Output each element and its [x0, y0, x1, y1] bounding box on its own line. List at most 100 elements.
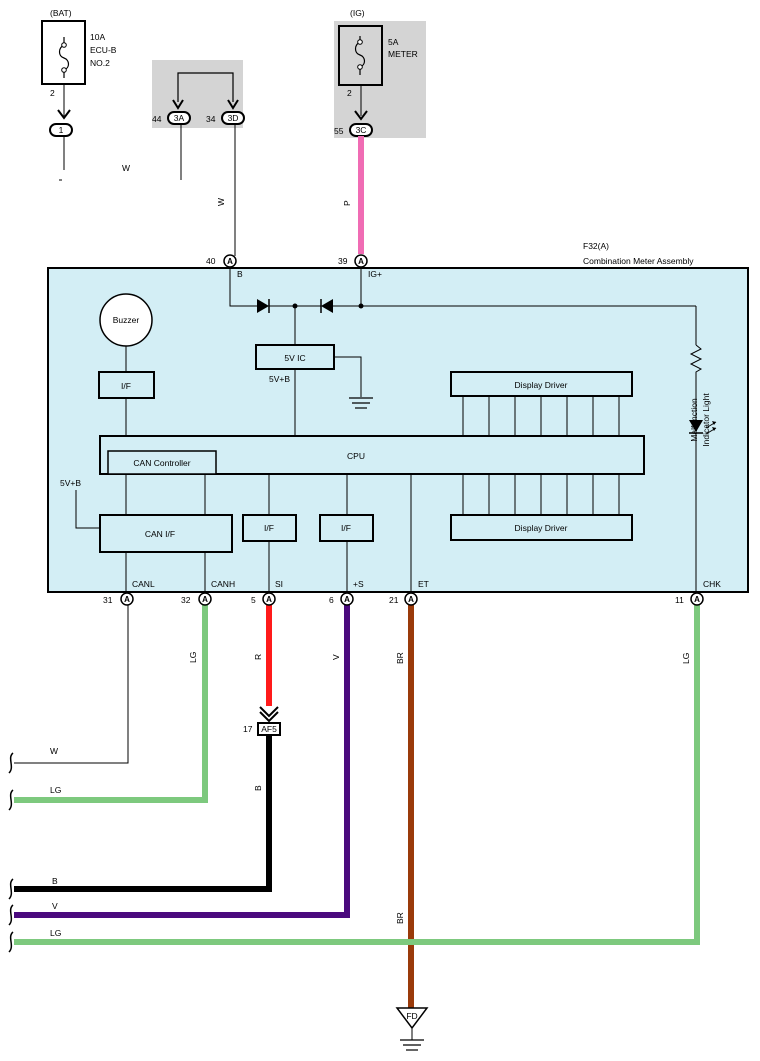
assembly-name: Combination Meter Assembly: [583, 256, 694, 266]
wire-label-p: P: [342, 200, 352, 206]
wire-label-r: R: [253, 654, 263, 660]
pin-letter: A: [266, 595, 272, 604]
wire-end-break-icon: [8, 752, 14, 953]
connector-af5: 17 AF5: [243, 706, 281, 736]
wire-label-w-3d: W: [216, 198, 226, 206]
wire-label-lg-chk: LG: [681, 653, 691, 664]
bottom-pin-chk: 11 A: [675, 592, 704, 606]
connector-arrow-icon: [259, 706, 279, 718]
wire-label-br-lower: BR: [395, 912, 405, 924]
bottom-pin-canl: 31 A: [103, 592, 134, 606]
fuse-bat-name1: ECU-B: [90, 45, 117, 55]
fuse-ig-name1: METER: [388, 49, 418, 59]
display-driver-bottom-label: Display Driver: [515, 523, 568, 533]
fuse-symbol-icon: [58, 37, 70, 78]
wire-label-br: BR: [395, 652, 405, 664]
top-pin-ig: 39 A IG+: [338, 254, 382, 279]
wire-v-s: [14, 605, 350, 918]
connector-af5-label: AF5: [261, 724, 277, 734]
wire-label-v: V: [331, 654, 341, 660]
ic-5v-output-label: 5V+B: [269, 374, 290, 384]
pin-name: B: [237, 269, 243, 279]
five-vb-label: 5V+B: [60, 478, 81, 488]
connector-3d: 34 3D: [206, 111, 245, 125]
ground-fd-label: FD: [406, 1011, 417, 1021]
pin-letter: A: [202, 595, 208, 604]
fuse-bat-pin: 2: [50, 88, 55, 98]
wire-label-out-b: B: [52, 876, 58, 886]
ground-fd: FD: [395, 1007, 429, 1051]
fuse-bat-name2: NO.2: [90, 58, 110, 68]
pin-name-si: SI: [275, 579, 283, 589]
wire-w-canl: [14, 605, 129, 764]
can-controller-label: CAN Controller: [133, 458, 190, 468]
pin-number: 5: [251, 595, 256, 605]
display-driver-top-label: Display Driver: [515, 380, 568, 390]
pin-name-chk: CHK: [703, 579, 721, 589]
buzzer-label: Buzzer: [113, 315, 140, 325]
ic-5v-label: 5V IC: [284, 353, 305, 363]
resistor-icon: [689, 344, 703, 420]
ground-icon: [349, 397, 373, 409]
led-icon: [689, 420, 717, 435]
display-driver-bottom: [450, 514, 633, 541]
connector-3c-pin: 55: [334, 126, 344, 136]
can-if: [99, 514, 233, 553]
bottom-pin-et: 21 A: [389, 592, 418, 606]
diode-b-icon: [257, 299, 270, 313]
top-pin-b: 40 A B: [206, 254, 243, 279]
pin-number: 40: [206, 256, 216, 266]
wire-label-w-top: W: [122, 163, 130, 173]
pin-letter: A: [408, 595, 414, 604]
bottom-pin-canh: 32 A: [181, 592, 212, 606]
fuse-symbol-icon: [354, 36, 366, 75]
connector-3d-pin: 34: [206, 114, 216, 124]
pin-number: 39: [338, 256, 348, 266]
pin-name-canh: CANH: [211, 579, 235, 589]
assembly-ref: F32(A): [583, 241, 609, 251]
if-s-label: I/F: [341, 523, 351, 533]
can-controller: [107, 450, 217, 475]
ground-icon: [400, 1039, 424, 1051]
pin-number: 32: [181, 595, 191, 605]
connector-3d-label: 3D: [228, 113, 239, 123]
pin-number: 6: [329, 595, 334, 605]
pin-letter: A: [694, 595, 700, 604]
display-driver-top: [450, 371, 633, 397]
connector-3c-label: 3C: [356, 125, 367, 135]
fuse-bat-rating: 10A: [90, 32, 105, 42]
if-buzzer-label: I/F: [121, 381, 131, 391]
wire-label-out-v: V: [52, 901, 58, 911]
connector-1-label: 1: [59, 125, 64, 135]
wire-lg-canh: [14, 605, 208, 803]
connector-arrow-icon: [259, 711, 279, 723]
pin-letter: A: [227, 257, 233, 266]
fuse-bat-source: (BAT): [50, 8, 72, 18]
connector-3a: 44 3A: [152, 111, 191, 125]
bottom-pin-s: 6 A: [329, 592, 354, 606]
wire-label-out-w: W: [50, 746, 58, 756]
pin-letter: A: [358, 257, 364, 266]
fuse-ig-source: (IG): [350, 8, 365, 18]
wire-label-lg-canh: LG: [188, 652, 198, 663]
mil-label-1: Malfunction: [689, 398, 699, 442]
connector-arrow-icon: [227, 99, 239, 110]
connector-af5-pin: 17: [243, 724, 253, 734]
can-if-label: CAN I/F: [145, 529, 175, 539]
diode-ig-icon: [320, 299, 333, 313]
connector-arrow-icon: [354, 110, 368, 121]
wire-lg-chk: [14, 605, 700, 945]
pin-letter: A: [124, 595, 130, 604]
connector-3a-label: 3A: [174, 113, 185, 123]
if-si-label: I/F: [264, 523, 274, 533]
mil-label-2: Indicator Light: [701, 393, 711, 447]
connector-arrow-icon: [57, 109, 71, 120]
wire-label-b: B: [253, 785, 263, 791]
connector-arrow-icon: [172, 99, 184, 110]
fuse-ig-rating: 5A: [388, 37, 399, 47]
pin-name: IG+: [368, 269, 382, 279]
pin-number: 21: [389, 595, 399, 605]
fuse-ig-pin: 2: [347, 88, 352, 98]
pin-name-canl: CANL: [132, 579, 155, 589]
connector-3a-pin: 44: [152, 114, 162, 124]
